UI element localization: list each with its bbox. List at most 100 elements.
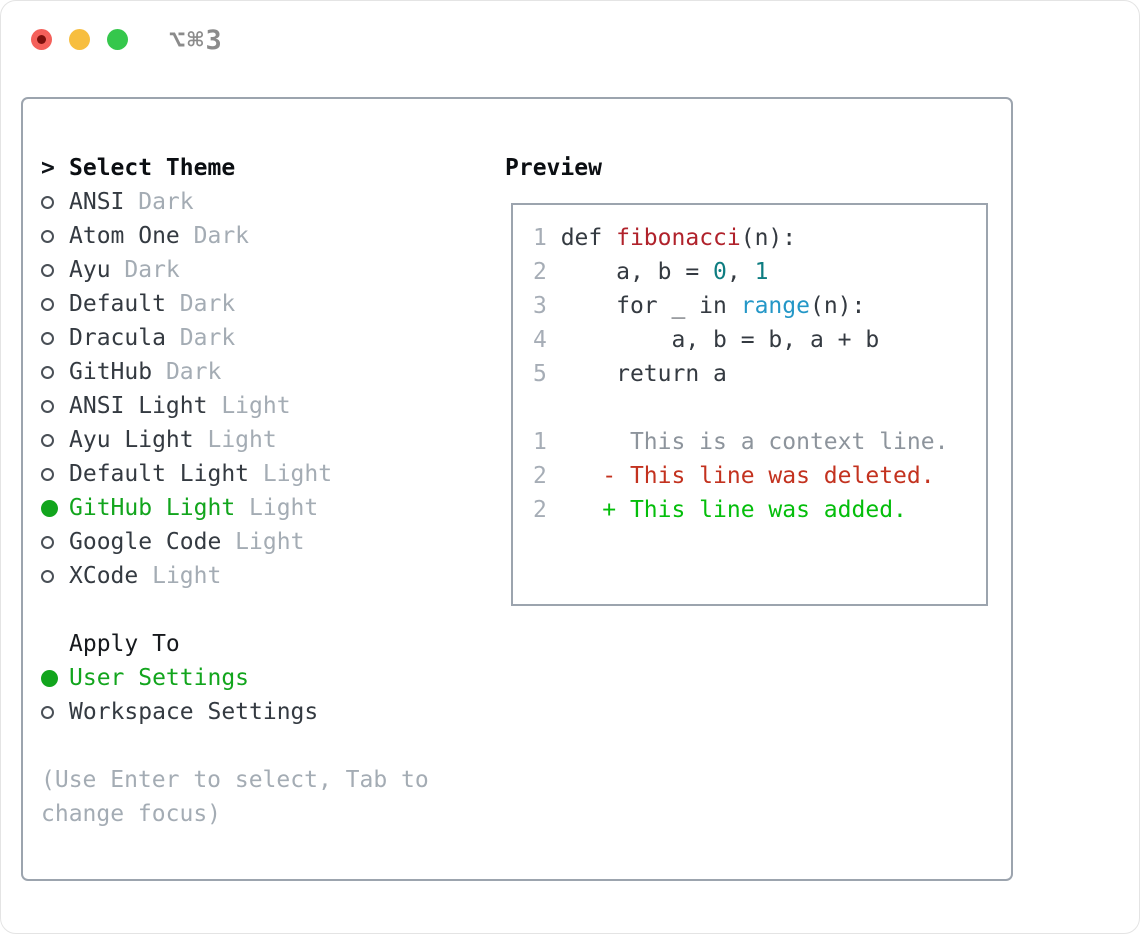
code-token: (n):: [740, 225, 797, 251]
theme-option-label: Default Light: [69, 461, 250, 487]
radio-unselected-icon[interactable]: [41, 433, 69, 447]
apply-option-label: Workspace Settings: [69, 699, 319, 725]
theme-list-title: Select Theme: [69, 155, 236, 181]
code-line: 2 a, b = 0, 1: [533, 255, 986, 289]
preview-title: Preview: [505, 155, 602, 181]
radio-on-glyph: [41, 669, 58, 687]
spacer-row: [41, 729, 429, 763]
help-text-line: change focus): [41, 801, 222, 827]
code-line: 1 def fibonacci(n):: [533, 221, 986, 255]
line-number: 1: [533, 225, 547, 251]
apply-option-label: User Settings: [69, 665, 250, 691]
theme-option-label: Dracula: [69, 325, 166, 351]
code-token: + This line was added.: [546, 497, 907, 523]
apply-to-title: Apply To: [69, 631, 180, 657]
code-token: return a: [546, 361, 727, 387]
radio-off-glyph: [41, 331, 54, 345]
code-line: 5 return a: [533, 357, 986, 391]
radio-unselected-icon[interactable]: [41, 705, 69, 719]
radio-unselected-icon[interactable]: [41, 297, 69, 311]
zoom-button[interactable]: [107, 29, 128, 50]
apply-option-user-settings[interactable]: User Settings: [41, 661, 429, 695]
radio-unselected-icon[interactable]: [41, 569, 69, 583]
radio-selected-icon[interactable]: [41, 499, 69, 517]
theme-list-header-row: >Select Theme: [41, 151, 429, 185]
theme-option-github-light[interactable]: GitHub Light Light: [41, 491, 429, 525]
radio-off-glyph: [41, 705, 54, 719]
code-token: range: [740, 293, 810, 319]
blank-line: [533, 391, 986, 425]
theme-variant-label: Dark: [165, 325, 236, 351]
radio-off-glyph: [41, 195, 54, 209]
help-text-line: (Use Enter to select, Tab to: [41, 767, 429, 793]
radio-unselected-icon[interactable]: [41, 229, 69, 243]
theme-option-xcode[interactable]: XCode Light: [41, 559, 429, 593]
theme-option-label: GitHub Light: [69, 495, 236, 521]
theme-option-label: Ayu Light: [69, 427, 194, 453]
theme-option-ayu[interactable]: Ayu Dark: [41, 253, 429, 287]
theme-variant-label: Light: [249, 461, 333, 487]
close-button[interactable]: [31, 29, 52, 50]
code-line: 4 a, b = b, a + b: [533, 323, 986, 357]
radio-unselected-icon[interactable]: [41, 263, 69, 277]
line-number: 1: [533, 429, 547, 455]
titlebar: ⌥⌘3: [1, 1, 1139, 77]
radio-off-glyph: [41, 365, 54, 379]
theme-variant-label: Dark: [110, 257, 180, 283]
theme-variant-label: Dark: [124, 189, 194, 215]
theme-option-ansi[interactable]: ANSI Dark: [41, 185, 429, 219]
radio-on-glyph: [41, 499, 58, 517]
code-token: fibonacci: [616, 225, 741, 251]
theme-variant-label: Dark: [165, 291, 236, 317]
window-hotkey-label: ⌥⌘3: [169, 25, 224, 56]
radio-off-glyph: [41, 535, 54, 549]
radio-unselected-icon[interactable]: [41, 399, 69, 413]
theme-option-dracula[interactable]: Dracula Dark: [41, 321, 429, 355]
line-number: 4: [533, 327, 547, 353]
code-token: a, b = b, a + b: [546, 327, 880, 353]
radio-unselected-icon[interactable]: [41, 195, 69, 209]
theme-variant-label: Light: [138, 563, 222, 589]
spacer-row: [41, 593, 429, 627]
minimize-button[interactable]: [69, 29, 90, 50]
theme-option-label: ANSI: [69, 189, 125, 215]
code-token: ,: [726, 259, 755, 285]
apply-option-workspace-settings[interactable]: Workspace Settings: [41, 695, 429, 729]
theme-option-ansi-light[interactable]: ANSI Light Light: [41, 389, 429, 423]
theme-option-default-light[interactable]: Default Light Light: [41, 457, 429, 491]
line-number: 2: [533, 259, 547, 285]
radio-off-glyph: [41, 467, 54, 481]
radio-off-glyph: [41, 433, 54, 447]
theme-option-google-code[interactable]: Google Code Light: [41, 525, 429, 559]
line-number: 2: [533, 463, 547, 489]
theme-option-label: Default: [69, 291, 166, 317]
line-number: 3: [533, 293, 547, 319]
radio-unselected-icon[interactable]: [41, 467, 69, 481]
code-line: 1 This is a context line.: [533, 425, 986, 459]
radio-unselected-icon[interactable]: [41, 535, 69, 549]
theme-option-atom-one[interactable]: Atom One Dark: [41, 219, 429, 253]
apply-to-header-row: Apply To: [41, 627, 429, 661]
theme-option-label: XCode: [69, 563, 139, 589]
theme-variant-label: Light: [221, 529, 305, 555]
code-line: 3 for _ in range(n):: [533, 289, 986, 323]
code-token: 0: [713, 259, 727, 285]
theme-option-label: Google Code: [69, 529, 222, 555]
radio-off-glyph: [41, 297, 54, 311]
radio-unselected-icon[interactable]: [41, 365, 69, 379]
code-token: for _ in: [546, 293, 741, 319]
theme-option-default[interactable]: Default Dark: [41, 287, 429, 321]
radio-selected-icon[interactable]: [41, 669, 69, 687]
theme-option-label: Atom One: [69, 223, 180, 249]
theme-option-github[interactable]: GitHub Dark: [41, 355, 429, 389]
radio-off-glyph: [41, 263, 54, 277]
theme-option-ayu-light[interactable]: Ayu Light Light: [41, 423, 429, 457]
radio-off-glyph: [41, 569, 54, 583]
code-token: a, b =: [546, 259, 714, 285]
theme-variant-label: Light: [235, 495, 319, 521]
radio-off-glyph: [41, 229, 54, 243]
radio-unselected-icon[interactable]: [41, 331, 69, 345]
theme-variant-label: Light: [207, 393, 291, 419]
